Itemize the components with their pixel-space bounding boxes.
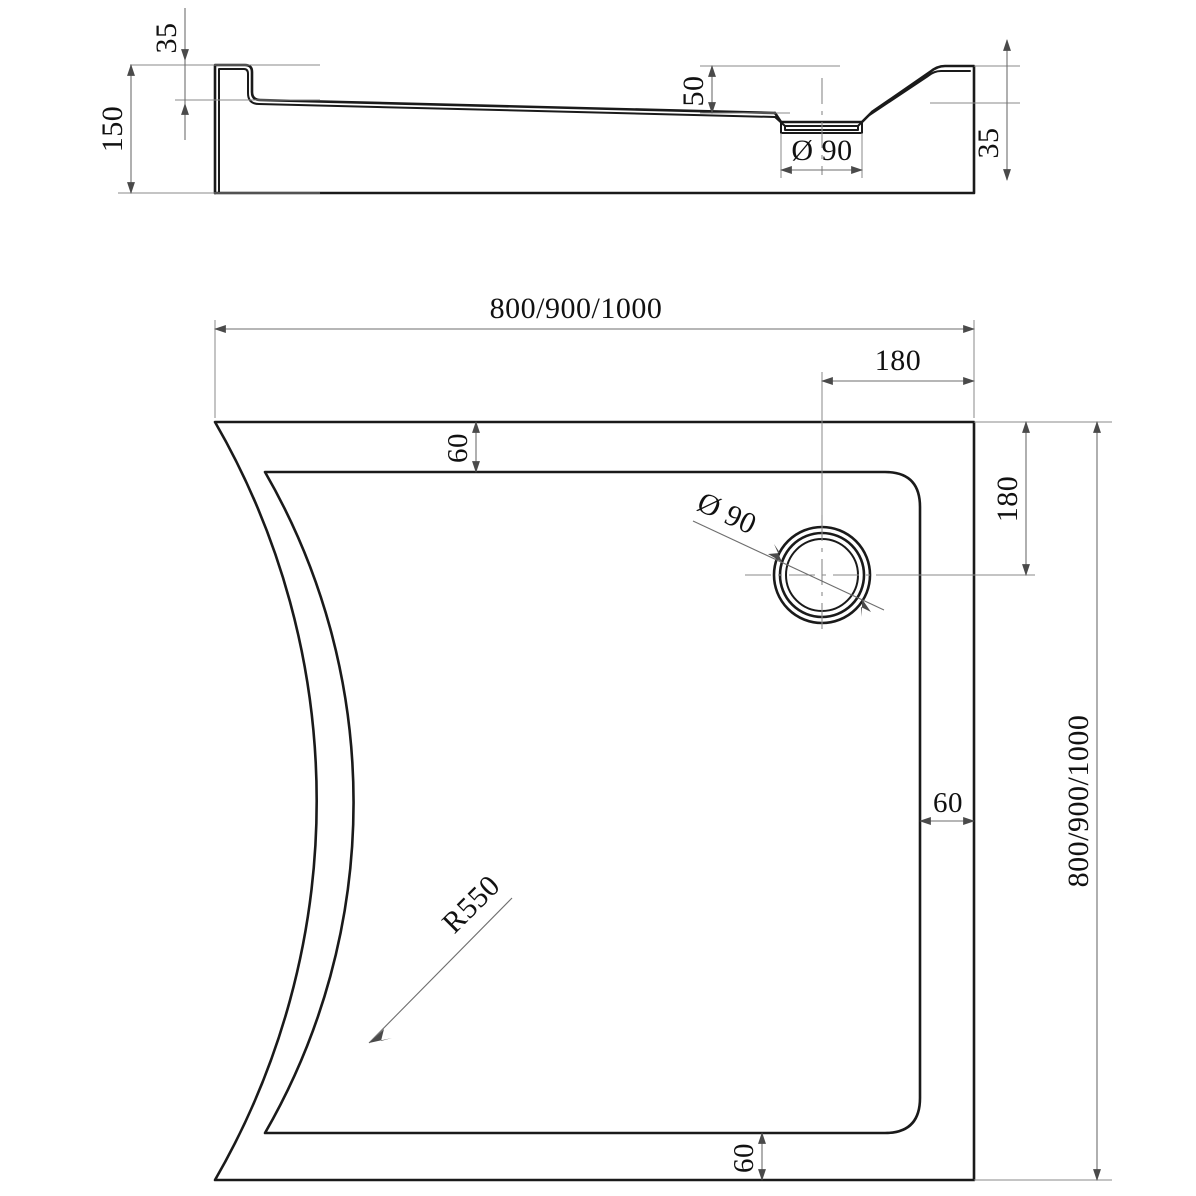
dim-label-plan-60-right: 60	[933, 787, 963, 819]
dim-label-section-35-right: 35	[972, 128, 1005, 159]
dim-label-plan-dia-90: Ø 90	[692, 486, 761, 542]
dim-label-plan-height: 800/900/1000	[1062, 715, 1095, 888]
section-view-dimensions: 35 150 50 35 Ø 90	[96, 8, 1020, 194]
dim-label-section-150: 150	[96, 106, 129, 153]
dim-label-section-dia-90: Ø 90	[791, 134, 852, 167]
dim-label-plan-width: 800/900/1000	[490, 292, 663, 325]
dim-label-section-50: 50	[677, 76, 710, 107]
plan-view-geometry	[213, 420, 976, 1182]
dim-label-plan-180-h: 180	[875, 344, 922, 377]
dim-label-plan-60-top: 60	[442, 433, 474, 463]
section-view-geometry	[213, 63, 976, 195]
dim-label-plan-60-bottom: 60	[728, 1143, 760, 1173]
dim-label-section-35-top: 35	[150, 23, 183, 54]
dim-label-plan-180-v: 180	[991, 476, 1024, 523]
dim-label-plan-radius: R550	[436, 869, 507, 940]
